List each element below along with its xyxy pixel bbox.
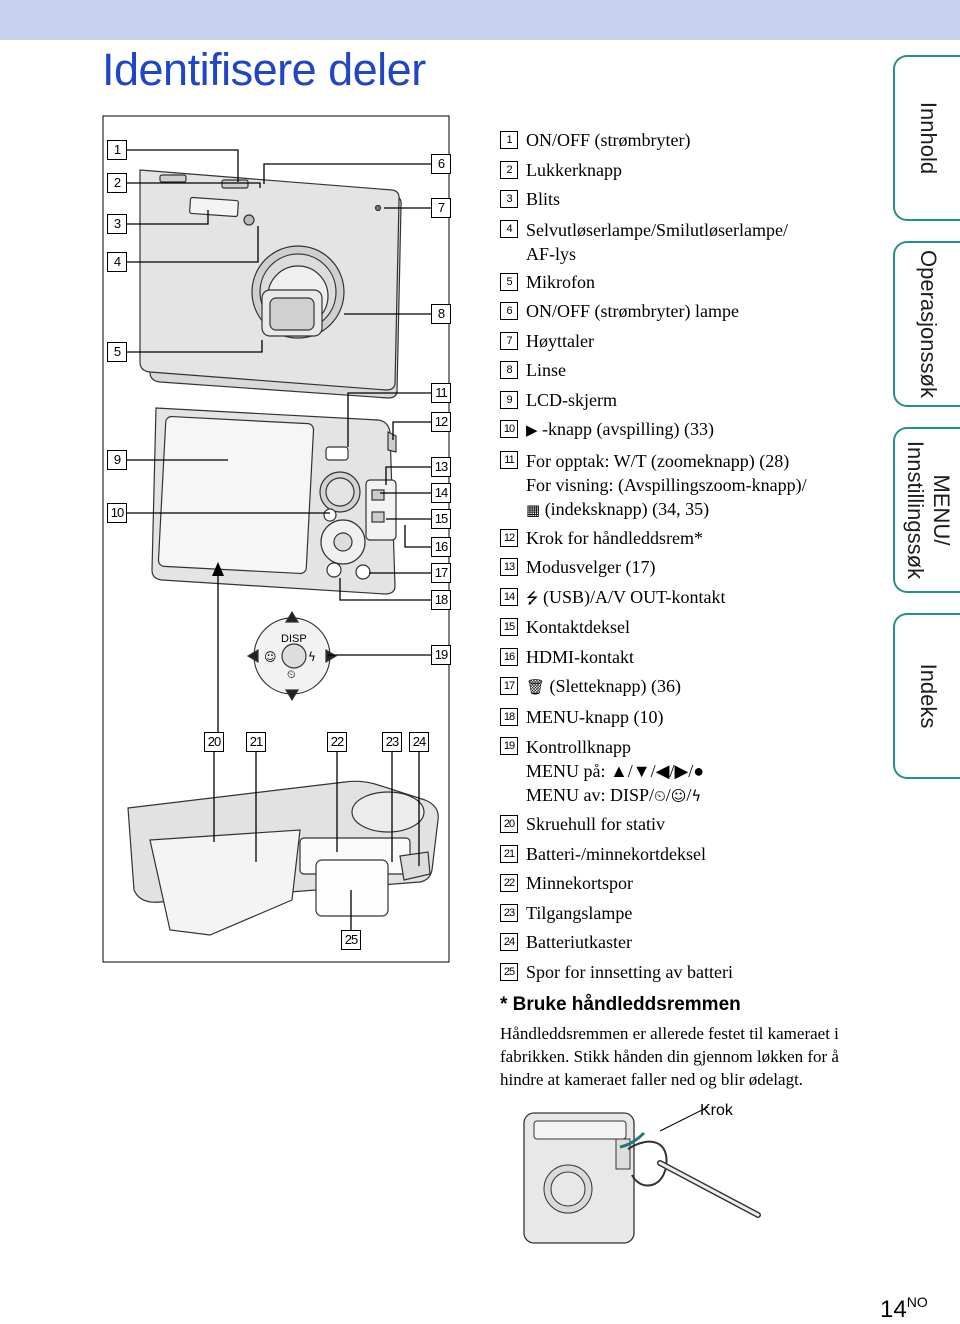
callout-1: 1 <box>107 140 127 160</box>
strap-figure-label: Krok <box>700 1102 733 1119</box>
legend-item: 10▶ -knapp (avspilling) (33) <box>500 415 880 446</box>
callout-24: 24 <box>409 732 429 752</box>
callout-21: 21 <box>246 732 266 752</box>
callout-2: 2 <box>107 173 127 193</box>
callout-18: 18 <box>431 590 451 610</box>
tab-operasjonssok[interactable]: Operasjonssøk <box>893 241 960 407</box>
callout-19: 19 <box>431 645 451 665</box>
callout-leaders <box>127 149 431 930</box>
control-dial-enlarged: DISP ☺ ϟ ⏲ <box>246 610 338 702</box>
index-grid-icon: ▦ <box>526 500 541 519</box>
callout-9: 9 <box>107 450 127 470</box>
usb-icon: ⭍ <box>526 588 539 607</box>
callout-20: 20 <box>204 732 224 752</box>
legend-item: 17🗑 (Sletteknapp) (36) <box>500 672 880 703</box>
callout-13: 13 <box>431 457 451 477</box>
strap-note-heading: * Bruke håndleddsremmen <box>500 994 741 1015</box>
svg-text:⏲: ⏲ <box>287 668 296 681</box>
tab-innhold[interactable]: Innhold <box>893 55 960 221</box>
arrow-up-marker <box>212 562 224 576</box>
smile-icon: ☺ <box>670 787 687 805</box>
svg-text:ϟ: ϟ <box>308 650 316 664</box>
top-banner <box>0 0 960 40</box>
camera-back-view <box>151 407 397 595</box>
callout-5: 5 <box>107 342 127 362</box>
callout-4: 4 <box>107 252 127 272</box>
callout-23: 23 <box>382 732 402 752</box>
callout-17: 17 <box>431 563 451 583</box>
callout-7: 7 <box>431 198 451 218</box>
trash-icon: 🗑 <box>526 678 546 696</box>
callout-25: 25 <box>341 930 361 950</box>
play-icon: ▶ <box>526 421 538 439</box>
callout-11: 11 <box>431 383 451 403</box>
callout-14: 14 <box>431 483 451 503</box>
callout-10: 10 <box>107 503 127 523</box>
callout-22: 22 <box>327 732 347 752</box>
callout-15: 15 <box>431 509 451 529</box>
self-timer-icon: ⏲ <box>654 787 666 805</box>
tab-innstillingssok[interactable]: MENU/ Innstillingssøk <box>893 427 960 593</box>
camera-front-view <box>139 169 402 399</box>
svg-text:☺: ☺ <box>264 650 277 664</box>
dial-disp-label: DISP <box>281 633 307 645</box>
callout-8: 8 <box>431 304 451 324</box>
page-title: Identifisere deler <box>102 44 426 95</box>
legend-item: 14⭍ (USB)/A/V OUT-kontakt <box>500 583 880 614</box>
strap-figure <box>523 1106 761 1244</box>
strap-note-body: Håndleddsremmen er allerede festet til k… <box>500 1024 839 1089</box>
callout-6: 6 <box>431 154 451 174</box>
callout-12: 12 <box>431 412 451 432</box>
tab-indeks[interactable]: Indeks <box>893 613 960 779</box>
page-number: 14NO <box>880 1294 928 1323</box>
camera-bottom-view <box>127 780 439 936</box>
callout-3: 3 <box>107 214 127 234</box>
flash-icon: ϟ <box>691 787 702 805</box>
callout-16: 16 <box>431 537 451 557</box>
